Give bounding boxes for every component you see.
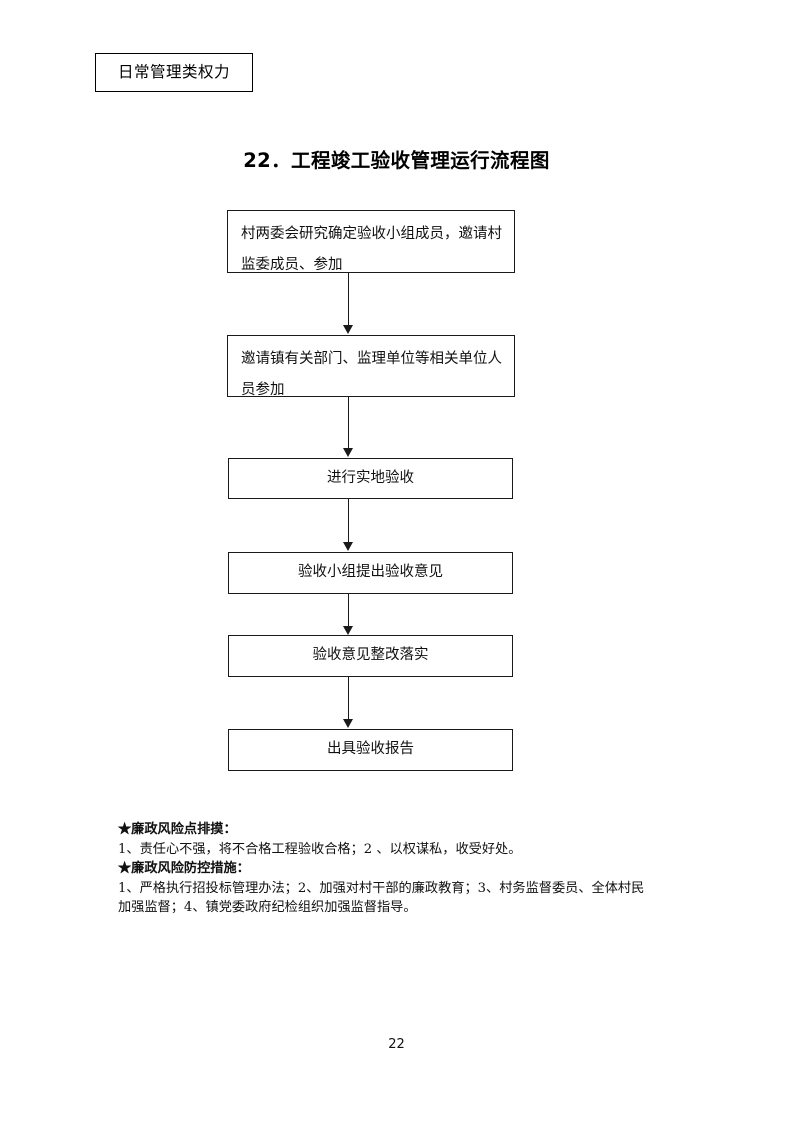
arrowhead-down-icon-5	[342, 719, 353, 728]
flow-node-2-label: 邀请镇有关部门、监理单位等相关单位人员参加	[241, 351, 502, 398]
flow-node-4: 验收小组提出验收意见	[228, 552, 513, 594]
connector-5-6	[348, 677, 349, 720]
page-title: 22．工程竣工验收管理运行流程图	[243, 149, 550, 172]
connector-4-5	[348, 594, 349, 627]
risk-points-body: 1、责任心不强，将不合格工程验收合格；2 、以权谋私，收受好处。	[118, 841, 522, 857]
risk-points-heading: ★廉政风险点排摸：	[118, 822, 237, 837]
flow-node-2: 邀请镇有关部门、监理单位等相关单位人员参加	[227, 335, 515, 398]
notes-block: ★廉政风险点排摸： 1、责任心不强，将不合格工程验收合格；2 、以权谋私，收受好…	[118, 820, 698, 918]
arrowhead-down-icon-2	[342, 448, 353, 457]
control-measures-heading: ★廉政风险防控措施：	[118, 861, 250, 876]
flow-node-1: 村两委会研究确定验收小组成员，邀请村监委成员、参加	[227, 210, 515, 273]
connector-2-3	[348, 397, 349, 449]
connector-3-4	[348, 499, 349, 543]
flow-node-1-label: 村两委会研究确定验收小组成员，邀请村监委成员、参加	[241, 226, 502, 273]
category-badge-label: 日常管理类权力	[117, 62, 230, 81]
flow-node-4-label: 验收小组提出验收意见	[298, 564, 443, 581]
flow-node-5: 验收意见整改落实	[228, 635, 513, 677]
flow-node-3-label: 进行实地验收	[327, 469, 414, 486]
arrowhead-down-icon-3	[342, 542, 353, 551]
flow-node-5-label: 验收意见整改落实	[312, 647, 429, 664]
arrowhead-down-icon-4	[342, 626, 353, 635]
control-measures-body-line-2: 加强监督；4、镇党委政府纪检组织加强监督指导。	[118, 900, 417, 915]
flow-node-6-label: 出具验收报告	[327, 741, 414, 758]
category-badge: 日常管理类权力	[95, 53, 253, 92]
flow-node-3: 进行实地验收	[228, 458, 513, 499]
page-number: 22	[388, 1037, 405, 1052]
flow-node-6: 出具验收报告	[228, 729, 513, 771]
connector-1-2	[348, 273, 349, 326]
control-measures-body-line-1: 1、严格执行招投标管理办法；2、加强对村干部的廉政教育；3、村务监督委员、全体村…	[118, 880, 645, 896]
arrowhead-down-icon-1	[342, 325, 353, 334]
